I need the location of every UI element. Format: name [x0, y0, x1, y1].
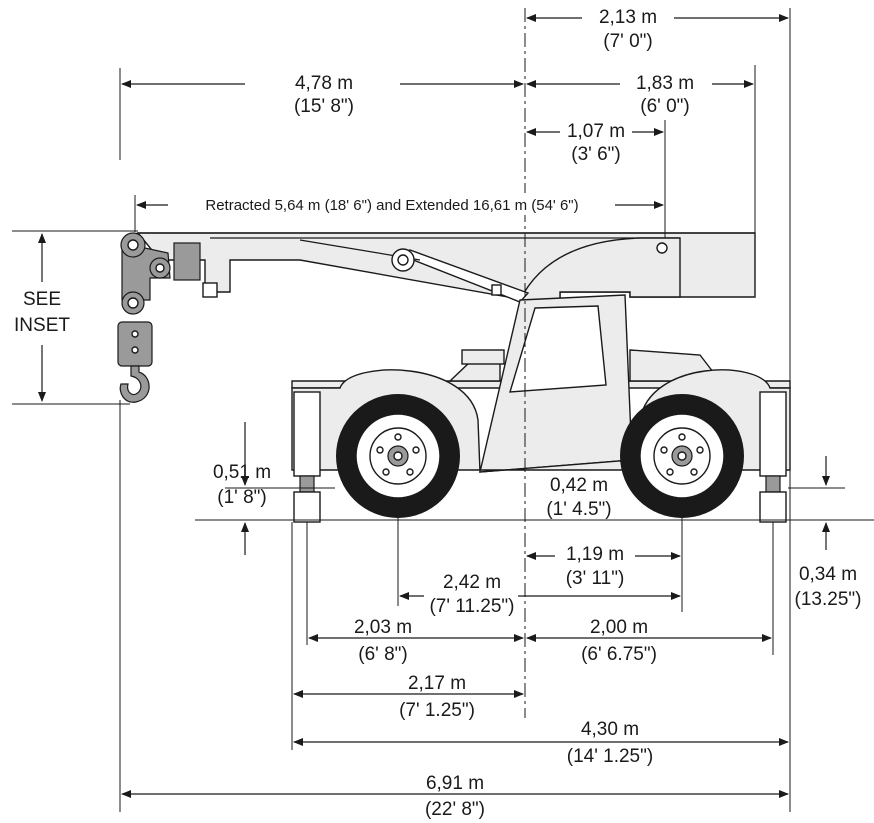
hook-block-bolt	[131, 330, 139, 338]
dim-2-13-ft: (7' 0")	[603, 31, 652, 52]
front-outrigger-box	[293, 391, 321, 477]
dimension-labels: 2,13 m (7' 0") 4,78 m (15' 8") 1,83 m (6…	[14, 2, 861, 820]
dim-0-34-ft: (13.25")	[795, 589, 862, 610]
dim-2-00-m: 2,00 m	[590, 617, 648, 638]
dim-2-00-ft: (6' 6.75")	[581, 644, 657, 665]
dim-0-42-m: 0,42 m	[550, 475, 608, 496]
dim-2-03-ft: (6' 8")	[358, 644, 407, 665]
dim-6-91-ft: (22' 8")	[425, 799, 485, 820]
engine-cover	[448, 361, 501, 382]
sheave-mid-pin	[155, 263, 165, 273]
dim-0-51-ft: (1' 8")	[217, 487, 266, 508]
rear-outrigger-pad	[759, 491, 787, 523]
hook-block-bolt-2	[131, 346, 139, 354]
cylinder-clamp	[491, 284, 502, 296]
dim-2-42-m: 2,42 m	[443, 572, 501, 593]
dim-4-30-ft: (14' 1.25")	[567, 746, 653, 767]
boom-head-bracket	[202, 282, 218, 298]
front-outrigger-jack	[299, 475, 315, 493]
boom-head-block	[173, 242, 201, 281]
dim-6-91-m: 6,91 m	[426, 773, 484, 794]
boom-pivot-housing	[518, 237, 681, 301]
dim-4-78-m: 4,78 m	[295, 73, 353, 94]
rear-wheel	[620, 394, 744, 518]
sheave-lower-pin	[127, 297, 139, 309]
rear-outrigger-jack	[765, 475, 781, 493]
dim-2-17-ft: (7' 1.25")	[399, 700, 475, 721]
hook-icon	[119, 365, 150, 403]
dim-2-13-m: 2,13 m	[599, 7, 657, 28]
cab-window	[509, 305, 607, 393]
front-wheel	[336, 394, 460, 518]
dim-4-30-m: 4,30 m	[581, 719, 639, 740]
front-outrigger-pad	[293, 491, 321, 523]
dim-1-07-m: 1,07 m	[567, 121, 625, 142]
dim-1-83-m: 1,83 m	[636, 73, 694, 94]
dim-2-42-ft: (7' 11.25")	[429, 596, 514, 617]
dim-1-19-m: 1,19 m	[566, 544, 624, 565]
cylinder-pin-inner	[397, 254, 409, 266]
engine-step	[461, 349, 505, 365]
dim-0-34-m: 0,34 m	[799, 564, 857, 585]
reference-lines	[12, 8, 874, 812]
dim-1-19-ft: (3' 11")	[566, 568, 625, 589]
hook-block	[117, 321, 153, 367]
dimension-arrows	[38, 14, 830, 798]
dim-2-03-m: 2,03 m	[354, 617, 412, 638]
rear-outrigger-box	[759, 391, 787, 477]
see-inset-label-2: INSET	[14, 315, 70, 336]
dim-0-51-m: 0,51 m	[213, 462, 271, 483]
see-inset-label-1: SEE	[23, 289, 61, 310]
dim-1-07-ft: (3' 6")	[571, 144, 620, 165]
dim-1-83-ft: (6' 0")	[640, 96, 689, 117]
boom-pivot-pin	[656, 242, 668, 254]
crane-illustration	[117, 232, 791, 523]
dim-2-17-m: 2,17 m	[408, 673, 466, 694]
dim-boom-length: Retracted 5,64 m (18' 6") and Extended 1…	[205, 197, 578, 214]
dim-0-42-ft: (1' 4.5")	[546, 499, 611, 520]
dim-4-78-ft: (15' 8")	[294, 96, 354, 117]
sheave-top-pin	[127, 239, 139, 251]
